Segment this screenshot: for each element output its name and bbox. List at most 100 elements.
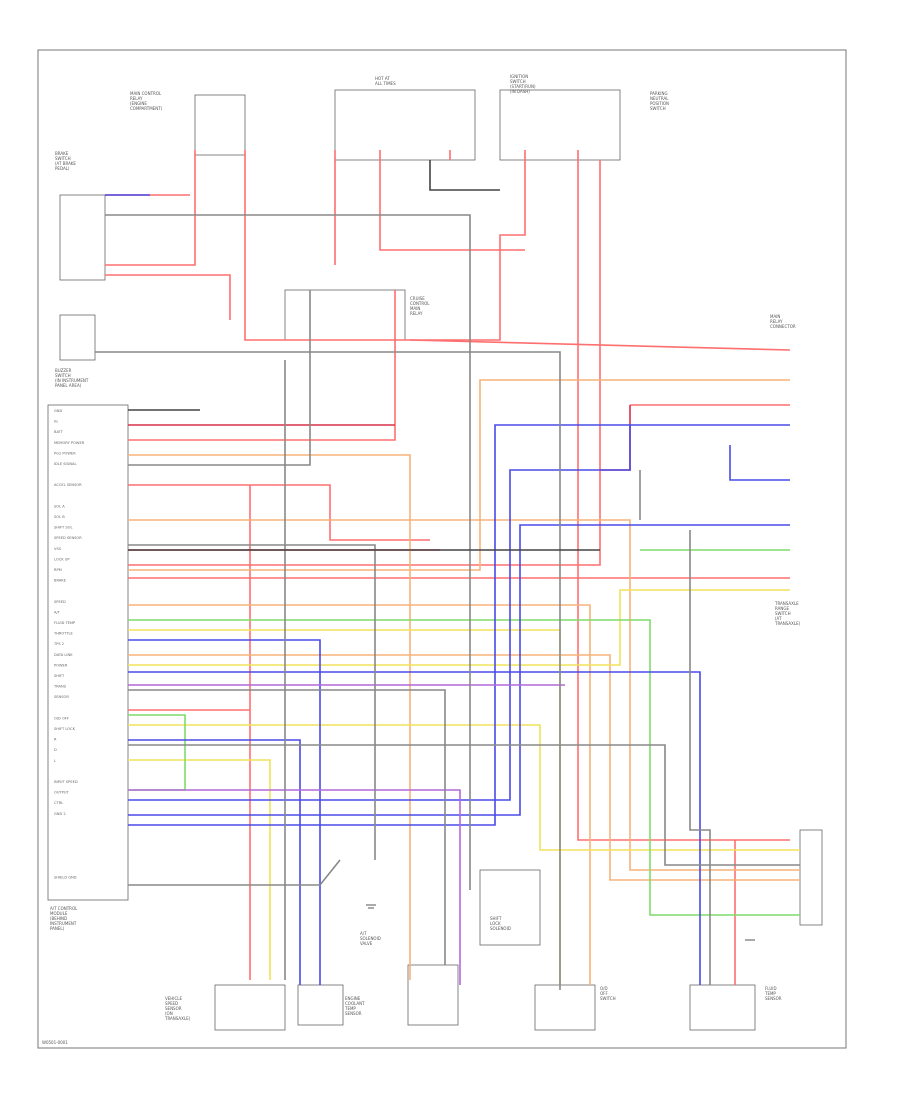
component-bottom-b-outline — [297, 984, 344, 1026]
wire-orange-3 — [128, 379, 790, 571]
label-bottom-b: ENGINE COOLANT TEMP SENSOR — [344, 996, 366, 1016]
wire-green-2 — [128, 714, 186, 791]
wire-grey-1 — [105, 214, 471, 890]
label-center-relay: CRUISE CONTROL MAIN RELAY — [410, 296, 431, 316]
grounds — [366, 904, 755, 941]
ecu-pin-label: SHIFT — [54, 674, 65, 678]
ecu-pin-label: OUTPUT — [54, 791, 69, 795]
wire-orange-2 — [128, 519, 800, 871]
center-relay-outline — [284, 289, 406, 341]
wire-red-2 — [244, 150, 526, 341]
wire-grey-6 — [128, 859, 341, 886]
wire-red-8 — [128, 290, 396, 441]
fuse-block-right-outline — [499, 89, 621, 161]
ecu-pin-label: MEMORY POWER — [54, 441, 85, 445]
brake-switch-outline — [59, 194, 106, 281]
wire-grey-7 — [689, 530, 711, 985]
ecu-pin-label: R — [54, 738, 57, 742]
label-bottom-c: A/T SOLENOID VALVE — [360, 931, 382, 946]
ecu-pin-label: IDLE SIGNAL — [54, 462, 77, 466]
label-relay-left: MAIN CONTROL RELAY (ENGINE COMPARTMENT) — [130, 91, 163, 111]
label-bottom-f: FLUID TEMP SENSOR — [764, 986, 782, 1001]
label-buzzer: BUZZER SWITCH (IN INSTRUMENT PANEL AREA) — [55, 368, 90, 388]
ecu-pin-label: SOL B — [54, 515, 65, 519]
ecu-pin-label: SHIFT LOCK — [54, 727, 76, 731]
component-bottom-d-outline — [479, 869, 541, 946]
wire-red-4 — [379, 150, 525, 251]
fuse-block-center-outline — [334, 89, 476, 161]
ecu-pin-label: FLUID TEMP — [54, 621, 76, 625]
ecu-pin-label: INPUT SPEED — [54, 780, 78, 784]
wire-black-2 — [429, 160, 500, 191]
ecu-pin-label: POWER — [54, 663, 68, 667]
ecu-pin-label: BRAKE — [54, 579, 67, 583]
wire-grey-5 — [128, 744, 800, 866]
ecu-pin-label: SHIFT SOL — [54, 526, 73, 530]
ecu-pin-label: TRANS — [53, 685, 67, 689]
wire-yellow-2 — [128, 759, 271, 980]
ecu-pin-label: SPEED SENSOR — [54, 536, 82, 540]
wire-grey-10 — [128, 290, 311, 466]
ecu-pin-label: GND 2 — [54, 812, 66, 816]
wire-orange-5 — [128, 604, 591, 985]
wire-blue-6 — [128, 424, 630, 826]
label-right-lower: TRANSAXLE RANGE SWITCH (AT TRANSAXLE) — [774, 601, 801, 626]
label-bottom-a: VEHICLE SPEED SENSOR (ON TRANSAXLE) — [164, 996, 191, 1021]
component-bottom-e-outline — [534, 984, 596, 1031]
component-outlines — [47, 89, 823, 1031]
wire-blue-4 — [128, 424, 790, 801]
ecu-pin-label: BATT — [54, 430, 64, 434]
footer-code: W0501-0001 — [42, 1040, 68, 1045]
wire-green-1 — [128, 619, 800, 916]
fuse-block-left-outline — [194, 94, 246, 156]
label-right-mid: MAIN RELAY CONNECTOR — [770, 314, 796, 329]
ecu-pin-label: SENSOR — [54, 695, 69, 699]
wire-red-6 — [105, 274, 231, 320]
wire-red-11 — [128, 160, 601, 566]
label-bottom-e: O/D OFF SWITCH — [600, 986, 616, 1001]
ecu-pin-label: SPEED — [54, 600, 66, 604]
component-bottom-a-outline — [214, 984, 286, 1031]
label-right-upper: PARKING NEUTRAL POSITION SWITCH — [650, 91, 670, 111]
ecu-pin-label: SHIELD GND — [54, 875, 77, 879]
ecu-pin-label: O/D OFF — [54, 716, 69, 720]
ecu-pin-label: L — [54, 759, 56, 763]
ecu-pin-label: VSS — [54, 547, 62, 551]
ecu-pin-label: THROTTLE — [53, 632, 74, 636]
wire-orange-4 — [128, 654, 800, 881]
wire-yellow-3 — [128, 589, 790, 666]
label-control-unit: A/T CONTROL MODULE (BEHIND INSTRUMENT PA… — [50, 906, 79, 931]
ecu-pin-label: SOL A — [54, 504, 65, 508]
ecu-pin-label: IG — [54, 420, 58, 424]
wire-orange-1 — [128, 454, 411, 980]
wire-blue-8 — [729, 445, 790, 481]
ecu-pin-label: A/T — [54, 610, 61, 614]
ecu-pin-label: TPS 2 — [53, 642, 64, 646]
ecu-pin-label: CTRL — [54, 801, 63, 805]
control-module-outline — [47, 404, 129, 901]
buzzer-outline — [59, 314, 96, 361]
right-connector-outline — [799, 829, 823, 926]
wire-blue-5 — [128, 524, 790, 816]
label-bottom-d: SHIFT LOCK SOLENOID — [490, 916, 511, 931]
wire-grey-2 — [95, 351, 561, 990]
component-bottom-f-outline — [689, 984, 756, 1031]
wire-blue-3 — [128, 739, 301, 985]
label-brake-switch: BRAKE SWITCH (AT BRAKE PEDAL) — [55, 151, 77, 171]
ecu-pin-label: RPM — [54, 568, 62, 572]
wire-grey-4 — [128, 689, 446, 965]
wires — [95, 150, 800, 990]
wire-violet-1 — [128, 789, 461, 985]
ecu-pin-label: GND — [54, 409, 62, 413]
wire-red-10 — [128, 484, 430, 541]
labels: HOT AT ALL TIMES MAIN CONTROL RELAY (ENG… — [42, 74, 801, 1045]
wire-blue-1 — [128, 639, 321, 985]
wire-yellow-1 — [128, 724, 800, 851]
ecu-pin-label: PG2 POWER — [54, 451, 76, 455]
label-ignition-switch: IGNITION SWITCH (START/RUN) (IN DASH) — [510, 74, 537, 94]
ecu-pin-label: LOCK UP — [54, 557, 70, 561]
diagram-frame — [37, 49, 847, 1049]
label-fuse-blocks: HOT AT ALL TIMES — [375, 76, 396, 86]
ecu-pin-label: ACCEL SENSOR — [54, 483, 82, 487]
